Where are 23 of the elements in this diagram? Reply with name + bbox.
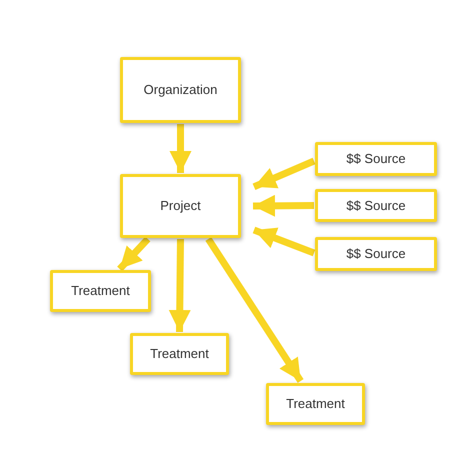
arrow [252, 226, 316, 256]
box-label: Project [160, 197, 201, 216]
process-box [315, 237, 437, 271]
box-label: Organization [144, 81, 218, 100]
box-label: Treatment [71, 282, 130, 300]
box-label: Treatment [286, 395, 345, 414]
process-box [266, 383, 365, 425]
box-label: $$ Source [346, 150, 406, 168]
arrow [205, 237, 304, 383]
arrow [252, 194, 314, 217]
box-label: $$ Source [346, 196, 406, 215]
process-box [315, 142, 437, 176]
arrow [117, 236, 150, 272]
box-label: Treatment [150, 345, 209, 364]
arrow [168, 238, 191, 332]
arrow [170, 124, 192, 173]
process-box [50, 270, 151, 312]
box-label: $$ Source [346, 245, 406, 264]
process-box [315, 189, 437, 222]
process-box [120, 57, 241, 123]
process-box [130, 333, 229, 375]
process-box [120, 174, 241, 238]
arrow [252, 158, 316, 190]
